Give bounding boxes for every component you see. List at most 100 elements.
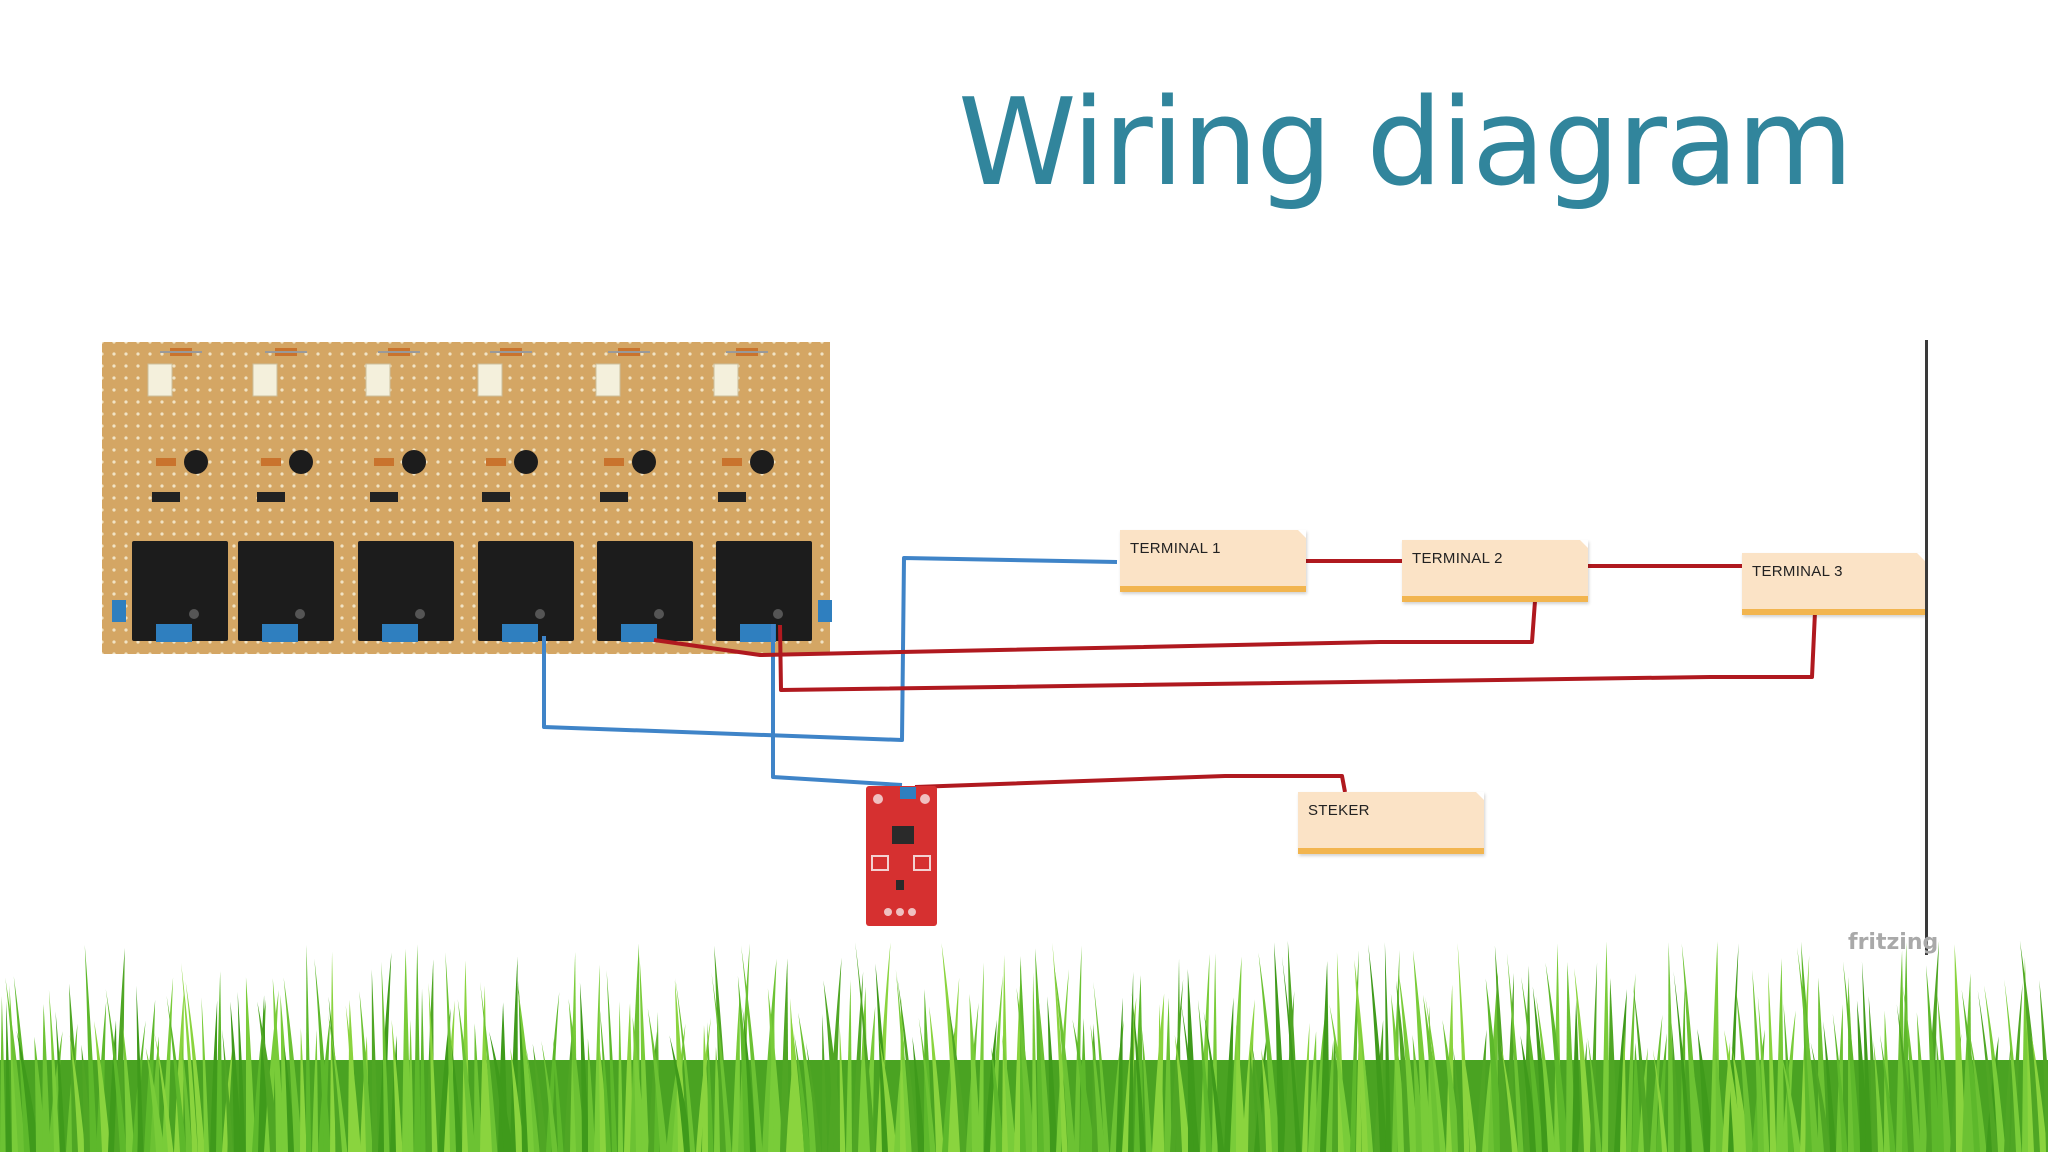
grass-blade bbox=[185, 981, 206, 1152]
grass-blade bbox=[1174, 1034, 1191, 1152]
grass-blade bbox=[1224, 997, 1234, 1152]
transistor bbox=[514, 450, 538, 474]
relay-terminal-block bbox=[740, 624, 776, 642]
grass-blade bbox=[1170, 979, 1184, 1152]
grass-blade bbox=[742, 1007, 757, 1152]
wire-red-2 bbox=[778, 611, 1817, 692]
relay bbox=[478, 541, 574, 641]
grass-blade bbox=[978, 962, 984, 1152]
grass-blade bbox=[1902, 986, 1921, 1152]
grass-blade bbox=[839, 1022, 846, 1152]
grass-blade bbox=[855, 942, 876, 1152]
grass-blade bbox=[846, 979, 852, 1152]
resistor bbox=[604, 458, 624, 466]
grass-blade bbox=[1500, 1041, 1518, 1152]
grass-blade bbox=[1689, 1043, 1704, 1152]
grass-blade bbox=[230, 1001, 242, 1152]
grass-blade bbox=[1776, 958, 1785, 1152]
grass-blade bbox=[312, 1029, 319, 1152]
grass-blade bbox=[1954, 944, 1966, 1152]
grass-blade bbox=[1093, 981, 1110, 1152]
grass-blade bbox=[1052, 942, 1068, 1152]
grass-blade bbox=[1203, 1011, 1225, 1152]
grass-blade bbox=[1810, 1042, 1831, 1152]
grass-blade bbox=[1359, 1017, 1374, 1152]
resistor bbox=[486, 458, 506, 466]
relay bbox=[358, 541, 454, 641]
grass-blade bbox=[283, 977, 303, 1152]
grass-blade bbox=[1722, 1041, 1731, 1152]
grass-blade bbox=[222, 1029, 234, 1152]
relay-coil-dot bbox=[189, 609, 199, 619]
grass-blade bbox=[408, 1019, 414, 1152]
grass-blade bbox=[1879, 1034, 1896, 1152]
grass-blade bbox=[1536, 996, 1556, 1152]
grass-blade bbox=[858, 986, 868, 1152]
grass-blade bbox=[2004, 979, 2022, 1152]
grass-blade bbox=[181, 1042, 193, 1152]
relay-coil-dot bbox=[654, 609, 664, 619]
terminal-2-label: TERMINAL 2 bbox=[1412, 550, 1503, 567]
grass-blade bbox=[94, 1020, 111, 1152]
grass-blade bbox=[579, 982, 590, 1152]
grass-blade bbox=[732, 994, 740, 1152]
diode bbox=[482, 492, 510, 502]
relay bbox=[716, 541, 812, 641]
terminal-3-note: TERMINAL 3 bbox=[1742, 553, 1925, 615]
transistor bbox=[632, 450, 656, 474]
grass-blade bbox=[1697, 1028, 1714, 1152]
grass-blade bbox=[489, 1031, 514, 1152]
relay-terminal-block bbox=[502, 624, 538, 642]
grass-blade bbox=[1131, 992, 1146, 1152]
grass-blade bbox=[990, 975, 1003, 1152]
relay bbox=[132, 541, 228, 641]
grass-blade bbox=[451, 1044, 463, 1152]
relay-coil-dot bbox=[295, 609, 305, 619]
grass-blade bbox=[428, 982, 438, 1152]
grass-blade bbox=[1187, 968, 1198, 1152]
grass-blade bbox=[1977, 990, 1998, 1152]
board-connector-right bbox=[818, 600, 832, 622]
diode bbox=[152, 492, 180, 502]
grass-blade bbox=[1926, 965, 1940, 1152]
grass-blade bbox=[1896, 950, 1905, 1152]
grass-blade bbox=[1032, 972, 1038, 1152]
grass-blade bbox=[918, 1017, 936, 1152]
grass-blade bbox=[510, 1047, 525, 1152]
grass-blade bbox=[532, 1043, 548, 1152]
resistor bbox=[156, 458, 176, 466]
grass-blade bbox=[541, 1041, 558, 1152]
grass-blade bbox=[2004, 1043, 2011, 1152]
grass-blade bbox=[257, 1001, 280, 1152]
grass-blade bbox=[1673, 971, 1692, 1152]
optocoupler bbox=[365, 363, 391, 397]
grass-blade bbox=[345, 1005, 361, 1152]
grass-blade bbox=[1274, 942, 1287, 1152]
grass-blade bbox=[2010, 982, 2023, 1152]
grass-blade bbox=[568, 998, 585, 1152]
transistor bbox=[184, 450, 208, 474]
grass-blade bbox=[1656, 1033, 1667, 1152]
grass-blade bbox=[479, 981, 498, 1152]
grass-blade bbox=[587, 1038, 596, 1152]
wire-red-1 bbox=[653, 600, 1537, 657]
grass-blade bbox=[984, 1019, 997, 1152]
grass-blade bbox=[1757, 996, 1770, 1152]
grass-blade bbox=[669, 1035, 693, 1152]
grass-blade bbox=[1254, 1029, 1268, 1152]
relay bbox=[597, 541, 693, 641]
grass-blade bbox=[1916, 1012, 1928, 1152]
canvas-border-line bbox=[1925, 340, 1928, 955]
grass-blade bbox=[895, 969, 912, 1152]
grass-blade bbox=[790, 1010, 805, 1152]
grass-blade bbox=[1652, 1049, 1668, 1152]
grass-blade bbox=[1141, 1025, 1152, 1152]
grass-blade bbox=[1832, 1013, 1848, 1152]
grass-blade bbox=[2039, 980, 2048, 1152]
grass-blade bbox=[1016, 987, 1036, 1152]
grass-blade bbox=[300, 1027, 307, 1152]
grass-blade bbox=[1128, 971, 1134, 1152]
grass-blade bbox=[1368, 944, 1388, 1152]
terminal-1-label: TERMINAL 1 bbox=[1130, 540, 1221, 557]
